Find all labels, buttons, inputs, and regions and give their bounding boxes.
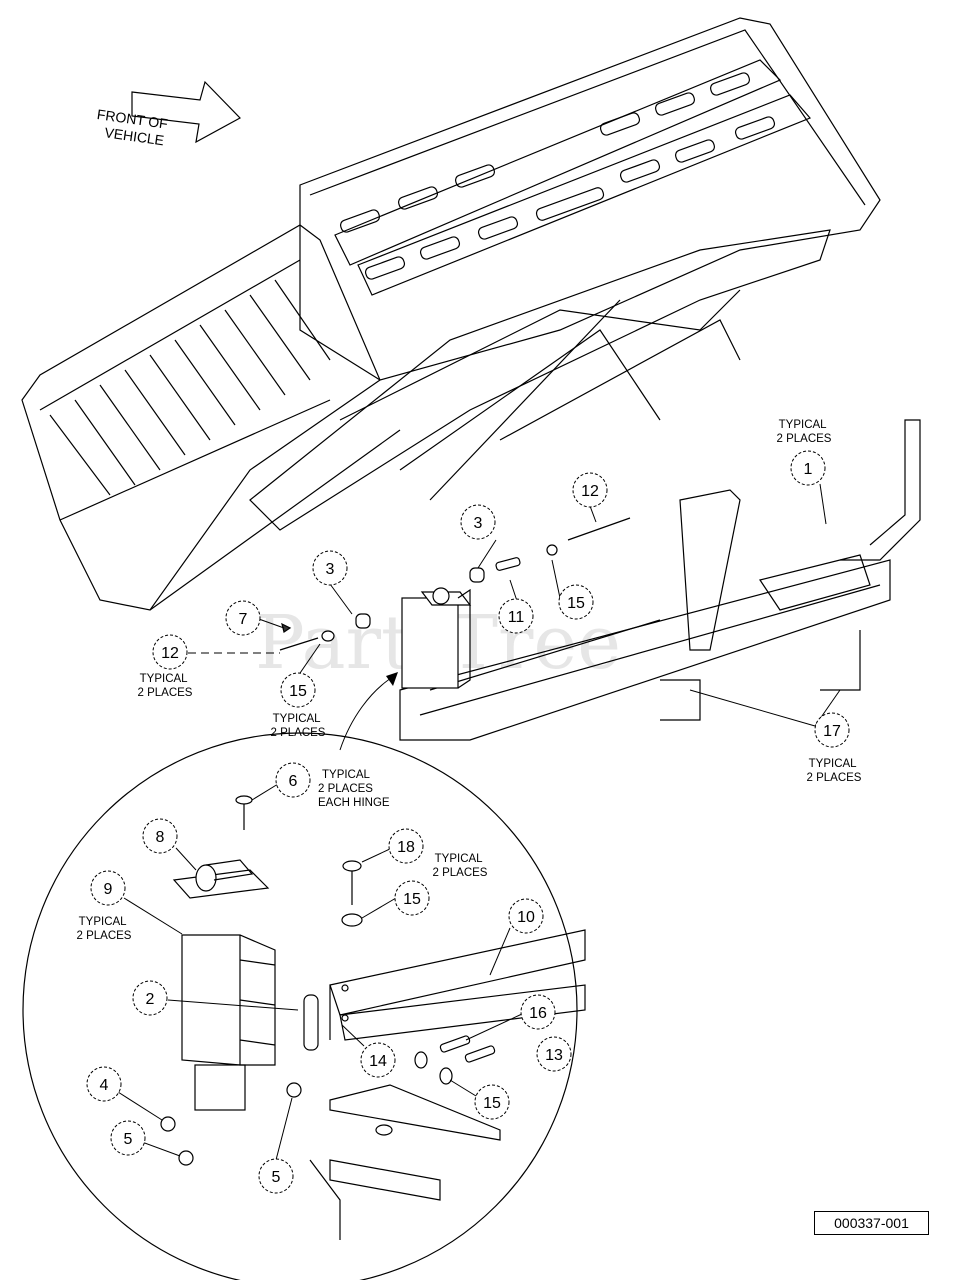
svg-text:8: 8 xyxy=(156,829,165,846)
svg-text:10: 10 xyxy=(517,909,535,926)
svg-text:6: 6 xyxy=(289,773,298,790)
direction-label: FRONT OF VEHICLE xyxy=(94,106,173,149)
callout-18: 18 xyxy=(388,828,424,864)
callout-3-right: 3 xyxy=(460,504,496,540)
callout-1: 1 xyxy=(790,450,826,486)
catalog-number: 000337-001 xyxy=(814,1211,929,1235)
callout-7: 7 xyxy=(225,600,261,636)
svg-text:4: 4 xyxy=(100,1077,109,1094)
callout-12-lower: 12 xyxy=(152,634,188,670)
note-typical-6: TYPICAL 2 PLACES EACH HINGE xyxy=(318,769,390,809)
note-typical-15: TYPICAL 2 PLACES xyxy=(271,713,326,739)
callout-17: 17 xyxy=(814,712,850,748)
callout-15-mid: 15 xyxy=(280,672,316,708)
svg-text:16: 16 xyxy=(529,1005,547,1022)
callout-9: 9 xyxy=(90,870,126,906)
callout-14: 14 xyxy=(360,1042,396,1078)
svg-text:1: 1 xyxy=(804,461,813,478)
callout-10: 10 xyxy=(508,898,544,934)
svg-text:15: 15 xyxy=(403,891,421,908)
note-typical-12: TYPICAL 2 PLACES xyxy=(138,673,193,699)
svg-text:17: 17 xyxy=(823,723,841,740)
svg-text:11: 11 xyxy=(508,609,525,626)
note-typical-17: TYPICAL 2 PLACES xyxy=(807,758,862,784)
callout-11: 11 xyxy=(498,598,534,634)
leader-lines xyxy=(117,483,841,1161)
front-arrow-icon xyxy=(131,80,241,144)
note-typical-18: TYPICAL 2 PLACES xyxy=(433,853,488,879)
svg-text:9: 9 xyxy=(104,881,113,898)
svg-text:7: 7 xyxy=(239,611,248,628)
svg-text:15: 15 xyxy=(483,1095,501,1112)
callout-13: 13 xyxy=(536,1036,572,1072)
callout-2: 2 xyxy=(132,980,168,1016)
callout-4: 4 xyxy=(86,1066,122,1102)
svg-text:14: 14 xyxy=(369,1053,387,1070)
svg-text:12: 12 xyxy=(161,645,179,662)
callout-16: 16 xyxy=(520,994,556,1030)
note-typical-1: TYPICAL 2 PLACES xyxy=(777,419,832,445)
svg-text:15: 15 xyxy=(567,595,585,612)
svg-text:3: 3 xyxy=(474,515,483,532)
chassis-frame-drawing xyxy=(399,419,921,741)
detail-view-drawing xyxy=(22,732,586,1280)
svg-text:5: 5 xyxy=(272,1169,281,1186)
svg-text:3: 3 xyxy=(326,561,335,578)
svg-text:12: 12 xyxy=(581,483,599,500)
callout-12-upper: 12 xyxy=(572,472,608,508)
callout-15-detail-lower: 15 xyxy=(474,1084,510,1120)
svg-text:18: 18 xyxy=(397,839,415,856)
hinge-bracket-drawing xyxy=(279,517,631,689)
svg-text:2: 2 xyxy=(146,991,155,1008)
svg-text:13: 13 xyxy=(545,1047,563,1064)
callout-6: 6 xyxy=(275,762,311,798)
note-typical-9: TYPICAL 2 PLACES xyxy=(77,916,132,942)
callout-15-upper: 15 xyxy=(558,584,594,620)
callout-3-left: 3 xyxy=(312,550,348,586)
svg-text:5: 5 xyxy=(124,1131,133,1148)
cargo-bed-drawing xyxy=(21,17,881,611)
callout-5-center: 5 xyxy=(258,1158,294,1194)
svg-text:15: 15 xyxy=(289,683,307,700)
callout-8: 8 xyxy=(142,818,178,854)
callout-15-detail-upper: 15 xyxy=(394,880,430,916)
callout-5-left: 5 xyxy=(110,1120,146,1156)
